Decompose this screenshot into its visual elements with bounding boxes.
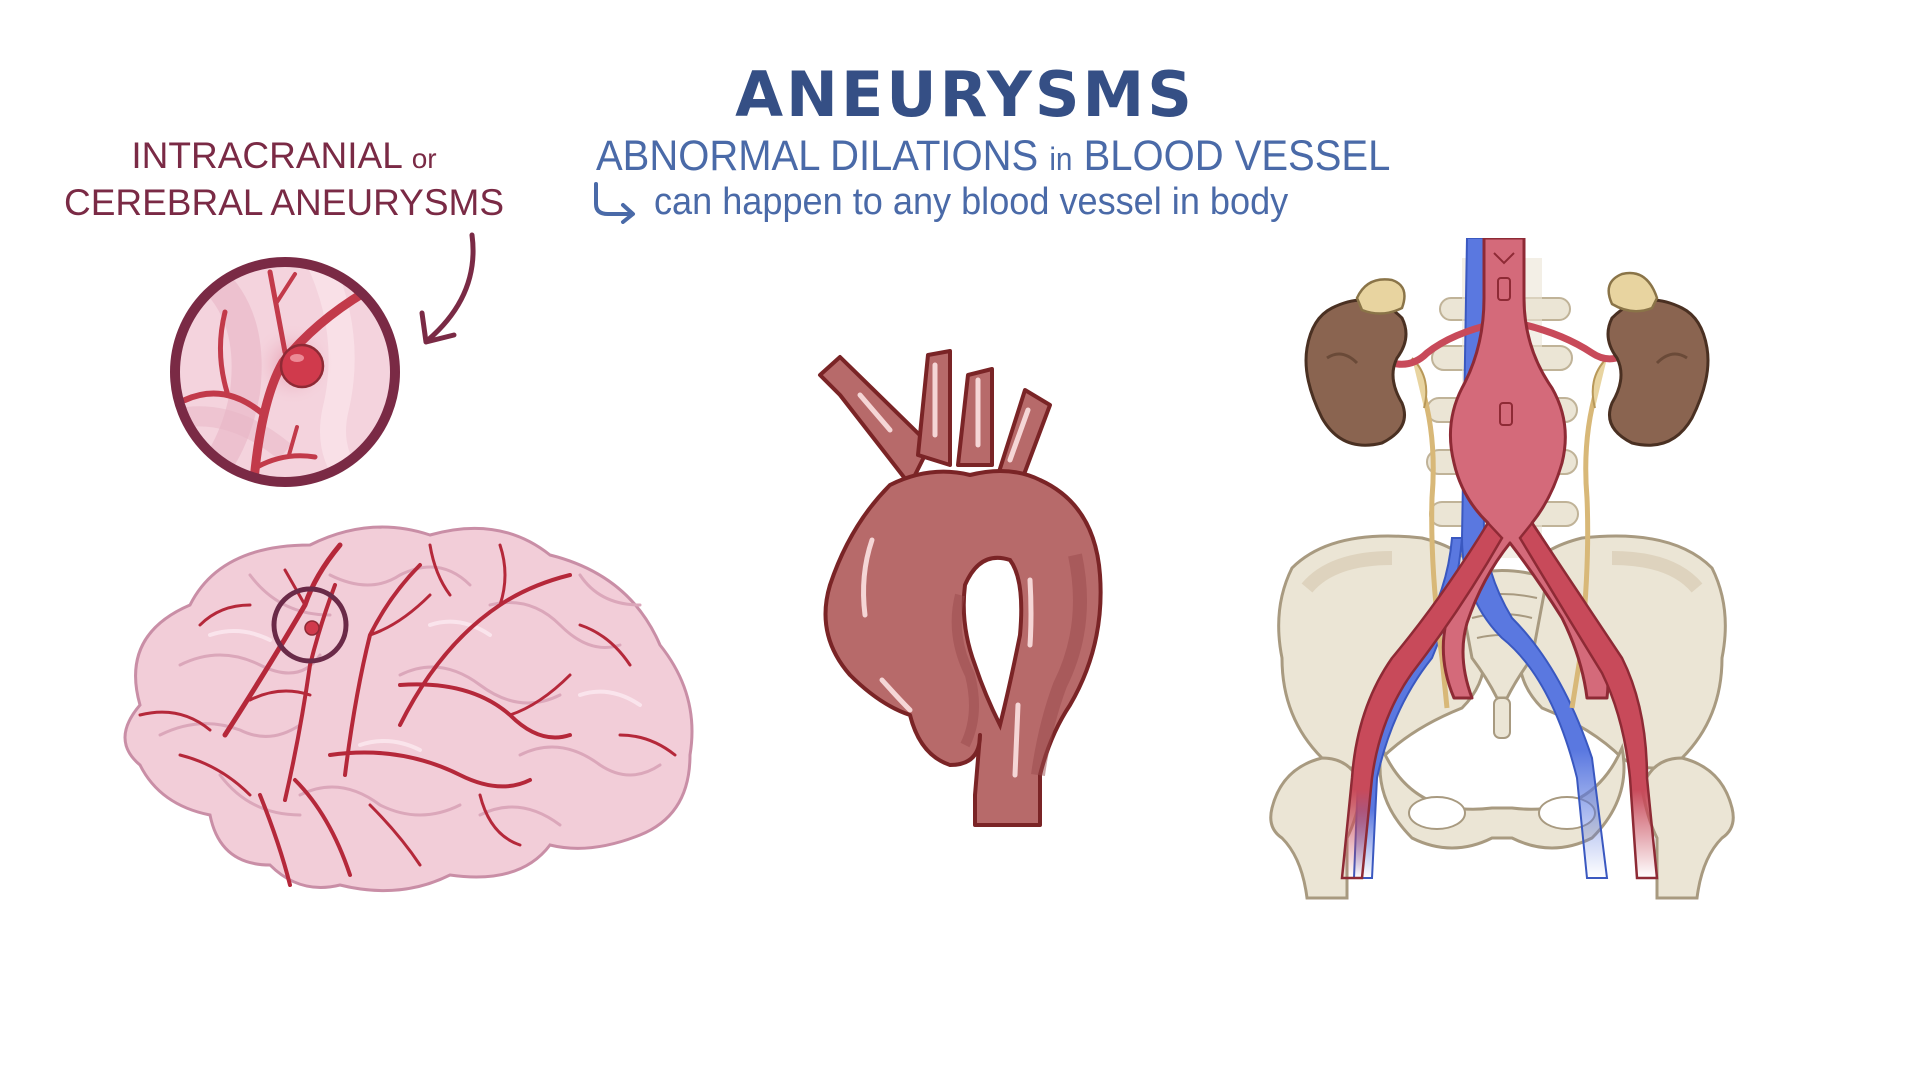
label-line1-main: INTRACRANIAL	[131, 135, 402, 176]
curved-arrow-right-icon	[594, 182, 635, 224]
aortic-arch-illustration	[818, 349, 1103, 827]
brain-illustration	[123, 525, 694, 893]
note: can happen to any blood vessel in body	[590, 180, 1322, 224]
subtitle: ABNORMAL DILATIONS in BLOOD VESSEL	[596, 132, 1390, 183]
note-text: can happen to any blood vessel in body	[654, 181, 1289, 223]
subtitle-part2: BLOOD VESSEL	[1083, 132, 1391, 180]
brain-inset-illustration	[170, 257, 400, 487]
subtitle-part1: ABNORMAL DILATIONS	[596, 132, 1039, 180]
label-line1-connector: or	[411, 143, 437, 174]
label-line1: INTRACRANIAL or	[64, 134, 504, 181]
abdominal-aorta-illustration	[1269, 238, 1735, 900]
label-line2: CEREBRAL ANEURYSMS	[64, 182, 505, 223]
cerebral-aneurysm-label: INTRACRANIAL or CEREBRAL ANEURYSMS	[64, 134, 504, 225]
subtitle-connector: in	[1049, 141, 1073, 177]
slide-title: ANEURYSMS	[735, 58, 1195, 131]
pointer-arrow-icon	[419, 232, 476, 345]
